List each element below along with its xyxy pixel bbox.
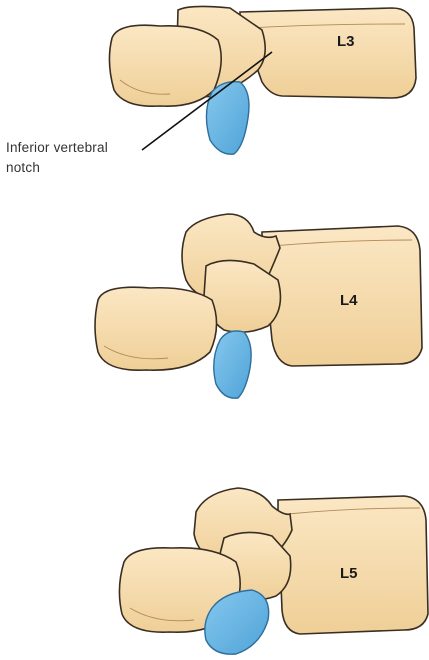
l3-vertebral-body: [240, 8, 416, 98]
l4-inferior-articular-facet: [214, 331, 251, 398]
l3-inferior-articular-facet: [206, 82, 249, 155]
vertebra-l4: [95, 214, 422, 398]
callout-label-line2: notch: [6, 160, 40, 175]
l5-label: L5: [340, 565, 358, 582]
l4-label: L4: [340, 292, 358, 309]
vertebra-l5: [119, 488, 428, 654]
vertebra-l3: [109, 6, 416, 154]
l3-label: L3: [337, 33, 355, 50]
l4-spinous-process: [95, 287, 217, 370]
callout-label-line1: Inferior vertebral: [6, 140, 108, 155]
